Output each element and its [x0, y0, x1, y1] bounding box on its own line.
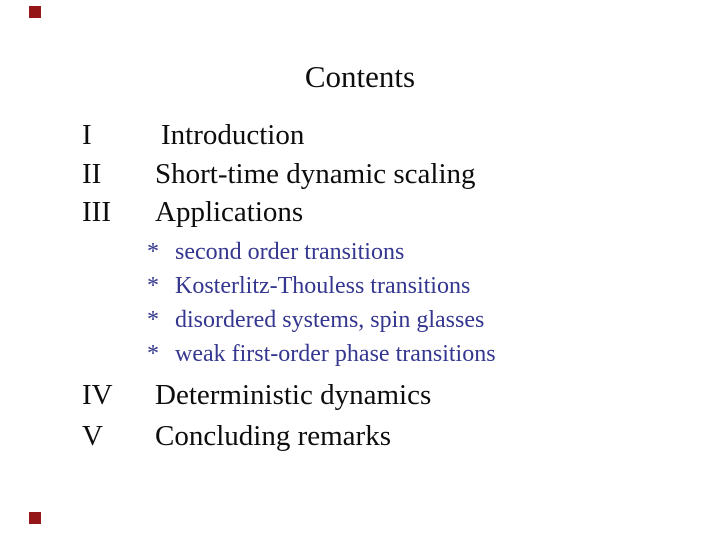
toc-label: Deterministic dynamics — [155, 379, 432, 411]
bullet-item-weak-first-order-phase-transitions: * weak first-order phase transitions — [147, 342, 496, 366]
toc-item-concluding-remarks: V Concluding remarks — [82, 422, 391, 451]
bullet-item-kosterlitz-thouless-transitions: * Kosterlitz-Thouless transitions — [147, 274, 470, 298]
bullet-label: weak first-order phase transitions — [175, 341, 496, 367]
asterisk-bullet-icon: * — [147, 307, 159, 333]
toc-label: Applications — [155, 196, 304, 228]
toc-numeral: III — [82, 196, 111, 228]
toc-label: Short-time dynamic scaling — [155, 158, 476, 190]
toc-item-short-time-dynamic-scaling: II Short-time dynamic scaling — [82, 160, 476, 189]
corner-marker-top-left — [29, 6, 41, 18]
corner-marker-bottom-left — [29, 512, 41, 524]
bullet-item-disordered-systems-spin-glasses: * disordered systems, spin glasses — [147, 308, 484, 332]
bullet-item-second-order-transitions: * second order transitions — [147, 240, 404, 264]
toc-numeral: II — [82, 158, 102, 190]
toc-numeral: IV — [82, 379, 113, 411]
toc-item-applications: III Applications — [82, 198, 303, 227]
asterisk-bullet-icon: * — [147, 341, 159, 367]
bullet-label: Kosterlitz-Thouless transitions — [175, 273, 471, 299]
toc-numeral: I — [82, 119, 92, 151]
bullet-label: second order transitions — [175, 239, 405, 265]
toc-item-deterministic-dynamics: IV Deterministic dynamics — [82, 381, 431, 410]
page-title: Contents — [304, 59, 416, 94]
asterisk-bullet-icon: * — [147, 273, 159, 299]
toc-numeral: V — [82, 420, 103, 452]
toc-item-introduction: I Introduction — [82, 121, 304, 150]
asterisk-bullet-icon: * — [147, 239, 159, 265]
toc-label: Concluding remarks — [155, 420, 391, 452]
toc-label: Introduction — [161, 119, 305, 151]
bullet-label: disordered systems, spin glasses — [175, 307, 485, 333]
